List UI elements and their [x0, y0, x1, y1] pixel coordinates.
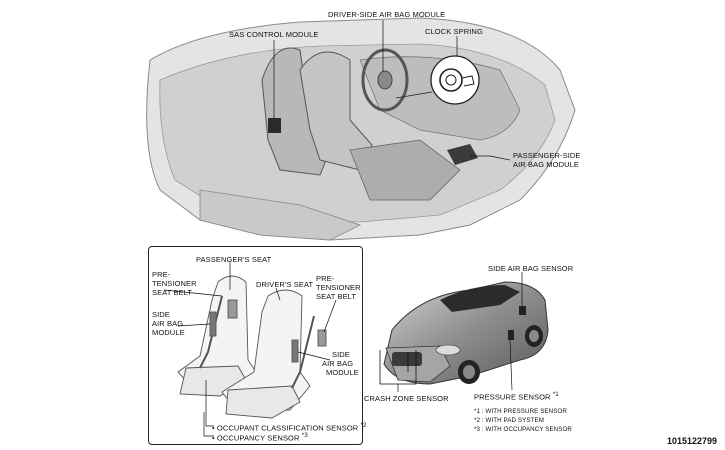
side-airbag-left-label-3: MODULE: [152, 328, 185, 337]
seat-diagram-frame: [148, 246, 363, 445]
passenger-airbag-label-2: AIR BAG MODULE: [513, 160, 579, 169]
pretensioner-right-label-2: TENSIONER: [316, 283, 361, 292]
pressure-sensor-label: PRESSURE SENSOR *1: [474, 391, 559, 402]
footnote-3: *3 : WITH OCCUPANCY SENSOR: [474, 426, 572, 433]
side-airbag-right-label-2: AIR BAG: [322, 359, 354, 368]
side-airbag-left-label-2: AIR BAG: [152, 319, 184, 328]
driver-seat-label: DRIVER'S SEAT: [256, 280, 314, 289]
clock-spring-label: CLOCK SPRING: [425, 27, 483, 36]
pressure-sensor-note: *1: [552, 391, 559, 398]
seats-illustration: [177, 275, 327, 419]
driver-airbag-label: DRIVER-SIDE AIR BAG MODULE: [328, 10, 446, 19]
pretensioner-right-label-1: PRE-: [316, 274, 335, 283]
car-illustration: [379, 281, 549, 385]
side-airbag-left-label-1: SIDE: [152, 310, 170, 319]
occupant-classification-note: *2: [360, 422, 367, 429]
occupant-classification-text: • OCCUPANT CLASSIFICATION SENSOR: [212, 423, 359, 433]
pretensioner-left-label-3: SEAT BELT: [152, 288, 193, 297]
pretensioner-left-label-1: PRE-: [152, 270, 171, 279]
occupancy-sensor-text: • OCCUPANCY SENSOR: [212, 433, 300, 443]
pretensioner-right-label-3: SEAT BELT: [316, 292, 357, 301]
side-airbag-right-label-1: SIDE: [332, 350, 350, 359]
pressure-sensor-text: PRESSURE SENSOR: [474, 392, 551, 402]
car-leader-lines: [397, 272, 523, 392]
footnote-2: *2 : WITH PAD SYSTEM: [474, 417, 544, 424]
crash-zone-sensor-label: CRASH ZONE SENSOR: [364, 394, 449, 403]
side-airbag-right-label-3: MODULE: [326, 368, 359, 377]
figure-id: 1015122799: [666, 436, 717, 446]
occupant-classification-label: • OCCUPANT CLASSIFICATION SENSOR *2: [212, 422, 367, 433]
passenger-seat-label: PASSENGER'S SEAT: [196, 255, 272, 264]
side-airbag-sensor-label: SIDE AIR BAG SENSOR: [488, 264, 574, 273]
top-leader-lines: [273, 20, 511, 161]
passenger-airbag-label-1: PASSENGER-SIDE: [513, 151, 581, 160]
occupancy-sensor-note: *3: [301, 432, 308, 439]
seat-leader-lines: [163, 262, 337, 437]
pretensioner-left-label-2: TENSIONER: [152, 279, 197, 288]
footnote-1: *1 : WITH PRESSURE SENSOR: [474, 408, 567, 415]
cabin-illustration: [146, 17, 576, 241]
occupancy-sensor-label: • OCCUPANCY SENSOR *3: [212, 432, 308, 443]
sas-control-label: SAS CONTROL MODULE: [229, 30, 319, 39]
